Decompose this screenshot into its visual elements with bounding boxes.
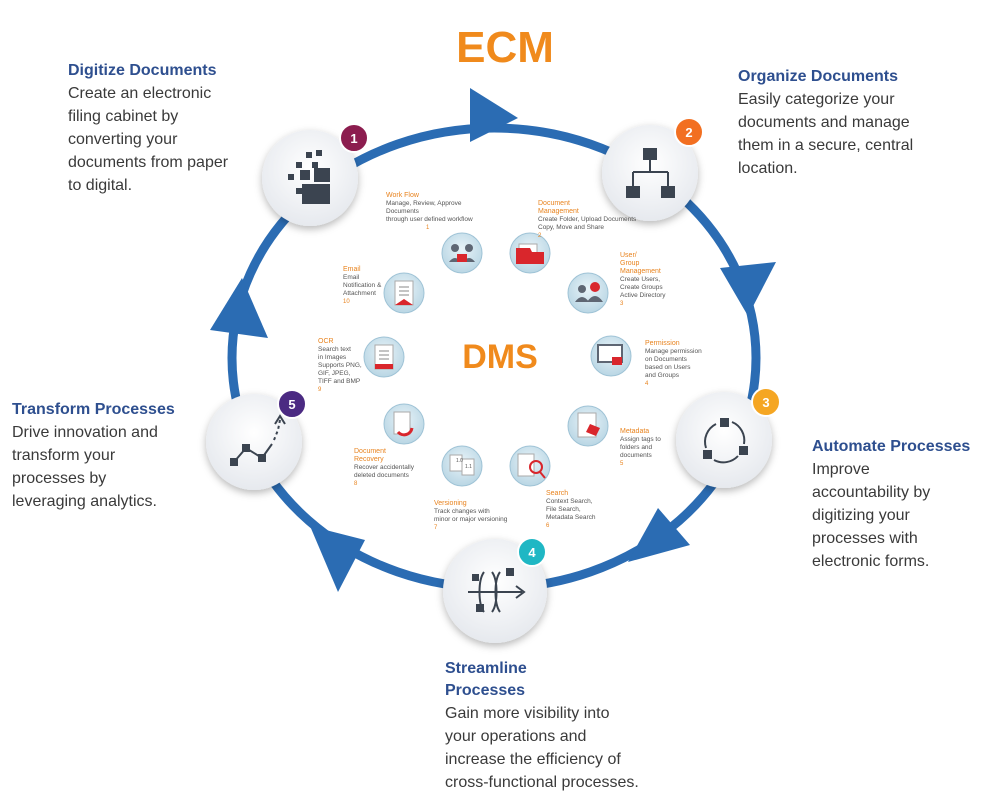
- module-document-recovery-desc: Recover accidentally deleted documents: [354, 464, 414, 479]
- step-3-badge: [751, 387, 781, 417]
- step-2-disc: 2: [602, 117, 704, 221]
- step-3-disc: 3: [676, 387, 781, 488]
- step-2-badge: [674, 117, 704, 147]
- module-email: Email Email Notification & Attachment 10: [343, 266, 393, 306]
- module-versioning: Versioning Track changes with minor or m…: [434, 500, 534, 532]
- module-user-group-num: 3: [620, 301, 624, 307]
- module-metadata-desc: Assign tags to folders and documents: [620, 436, 661, 459]
- step-4-number: 4: [528, 545, 536, 560]
- ecm-title: ECM: [456, 23, 554, 72]
- module-permission: Permission Manage permission on Document…: [645, 340, 725, 388]
- cycle-arrows-icon: [703, 418, 748, 464]
- module-email-icon-circle: [383, 272, 425, 314]
- module-document-recovery-num: 8: [354, 481, 358, 487]
- ring-arrowhead-right: [720, 262, 776, 316]
- ring-arrowhead-lower-left: [310, 526, 365, 592]
- module-workflow-num: 1: [426, 225, 430, 231]
- svg-text:1.0: 1.0: [456, 458, 463, 464]
- step-1-disc: 1: [262, 123, 369, 226]
- step-2-number: 2: [685, 125, 692, 140]
- step-3-number: 3: [762, 395, 769, 410]
- step-1-body: Create an electronic filing cabinet by c…: [68, 85, 229, 194]
- step-2-heading: Organize Documents: [738, 68, 899, 85]
- module-document-management-desc: Create Folder, Upload Documents Copy, Mo…: [538, 216, 637, 231]
- step-1-badge: [339, 123, 369, 153]
- step-5-badge: [277, 389, 307, 419]
- step-5-text: Transform Processes Drive innovation and…: [12, 399, 212, 513]
- module-document-management: Document Management Create Folder, Uploa…: [538, 200, 638, 240]
- module-recovery-icon-circle: [383, 403, 425, 445]
- module-permission-icon-circle: [590, 335, 632, 377]
- module-email-num: 10: [343, 299, 350, 305]
- module-document-management-num: 2: [538, 233, 542, 239]
- flow-streamline-icon: [468, 568, 526, 613]
- step-5-number: 5: [288, 397, 295, 412]
- module-search-icon-circle: [509, 445, 551, 487]
- module-user-group: User/ Group Management Create Users, Cre…: [620, 252, 700, 308]
- module-ocr-desc: Search text in Images Supports PNG, GIF,…: [318, 346, 362, 385]
- module-metadata-icon-circle: [567, 405, 609, 447]
- dms-title: DMS: [462, 338, 538, 376]
- step-1-number: 1: [350, 131, 357, 146]
- step-1-heading: Digitize Documents: [68, 62, 217, 79]
- module-ocr-title: OCR: [318, 338, 334, 345]
- module-metadata-title: Metadata: [620, 428, 650, 435]
- step-3-body: Improve accountability by digitizing you…: [812, 461, 931, 570]
- step-4-body: Gain more visibility into your operation…: [445, 705, 639, 791]
- module-email-title: Email: [343, 266, 361, 273]
- module-document-management-title: Document Management: [538, 200, 579, 215]
- step-5-disc: 5: [206, 389, 307, 490]
- step-4-text: Streamline Processes Gain more visibilit…: [445, 658, 695, 794]
- module-workflow: Work Flow Manage, Review, Approve Docume…: [386, 192, 496, 232]
- step-2-text: Organize Documents Easily categorize you…: [738, 66, 958, 180]
- step-3-heading: Automate Processes: [812, 438, 971, 455]
- module-document-management-icon-circle: [509, 232, 551, 274]
- step-1-text: Digitize Documents Create an electronic …: [68, 60, 278, 197]
- module-search-num: 6: [546, 523, 550, 529]
- module-user-group-title: User/ Group Management: [620, 252, 661, 275]
- module-versioning-num: 7: [434, 525, 438, 531]
- module-search: Search Context Search, File Search, Meta…: [546, 490, 626, 530]
- module-workflow-desc: Manage, Review, Approve Documents throug…: [386, 200, 473, 223]
- module-document-recovery: Document Recovery Recover accidentally d…: [354, 448, 434, 488]
- module-metadata-num: 5: [620, 461, 624, 467]
- module-permission-desc: Manage permission on Documents based on …: [645, 348, 702, 379]
- module-user-group-icon-circle: [567, 272, 609, 314]
- step-4-heading: Streamline Processes: [445, 660, 527, 699]
- module-email-desc: Email Notification & Attachment: [343, 274, 382, 297]
- module-permission-title: Permission: [645, 340, 680, 347]
- module-workflow-icon-circle: [441, 232, 483, 274]
- org-chart-icon: [626, 148, 675, 198]
- module-search-title: Search: [546, 490, 569, 497]
- step-2-body: Easily categorize your documents and man…: [738, 91, 914, 177]
- step-4-disc: 4: [443, 537, 547, 643]
- module-versioning-desc: Track changes with minor or major versio…: [434, 508, 508, 523]
- module-ocr-icon-circle: [363, 336, 405, 378]
- module-user-group-desc: Create Users, Create Groups Active Direc…: [620, 276, 666, 299]
- module-document-recovery-title: Document Recovery: [354, 448, 386, 463]
- ring-arrowhead-left: [210, 278, 268, 338]
- module-permission-num: 4: [645, 381, 649, 387]
- step-5-heading: Transform Processes: [12, 401, 175, 418]
- module-versioning-title: Versioning: [434, 500, 467, 507]
- step-4-badge: [517, 537, 547, 567]
- ring-arrowhead-lower-right: [628, 508, 690, 562]
- step-5-body: Drive innovation and transform your proc…: [12, 424, 158, 510]
- ring-arrowhead-top: [470, 88, 518, 142]
- step-3-text: Automate Processes Improve accountabilit…: [812, 436, 992, 573]
- module-ocr: OCR Search text in Images Supports PNG, …: [318, 338, 368, 394]
- analytics-path-icon: [230, 414, 286, 466]
- module-search-desc: Context Search, File Search, Metadata Se…: [546, 498, 596, 521]
- module-ocr-num: 9: [318, 387, 322, 393]
- pixel-staircase-icon: [288, 150, 330, 204]
- module-workflow-title: Work Flow: [386, 192, 419, 199]
- module-metadata: Metadata Assign tags to folders and docu…: [620, 428, 700, 468]
- module-versioning-icon-circle: 1.0 1.1: [441, 445, 483, 487]
- svg-text:1.1: 1.1: [465, 464, 472, 470]
